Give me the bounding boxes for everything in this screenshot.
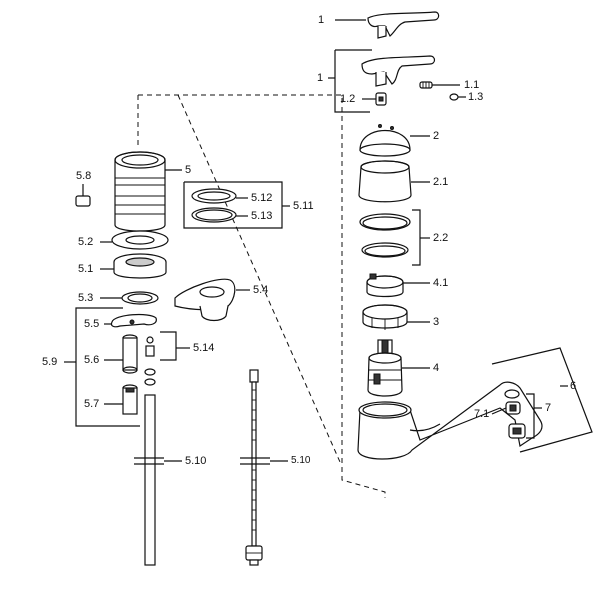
insert-part-5-8 [75, 184, 91, 207]
label-5-11: 5.11 [293, 200, 314, 212]
label-6: 6 [570, 380, 577, 392]
flange-part-5-4 [174, 278, 250, 322]
handle-lever-part-1 [361, 55, 466, 106]
clip-part-5-5 [104, 313, 157, 328]
screws-part-5-14 [145, 331, 190, 361]
label-5-9: 5.9 [42, 356, 58, 368]
ring-part-4-1 [366, 273, 430, 298]
label-5: 5 [185, 164, 192, 176]
tube-part-5-7 [104, 384, 138, 415]
label-1-2: 1.2 [340, 93, 356, 105]
label-5-4: 5.4 [253, 284, 269, 296]
label-5-2: 5.2 [78, 236, 94, 248]
washer-part-5-2 [100, 230, 169, 250]
label-5-14: 5.14 [193, 342, 215, 354]
spout-body-part-6 [357, 347, 593, 460]
label-1: 1 [317, 72, 324, 84]
nut-part-3 [362, 304, 430, 330]
label-5-5: 5.5 [84, 318, 100, 330]
label-1-top: 1 [318, 14, 325, 26]
sleeve-part-2-1 [358, 160, 430, 203]
label-3: 3 [433, 316, 440, 328]
label-5-13: 5.13 [251, 210, 273, 222]
dome-cap-part-2 [359, 124, 430, 157]
label-7: 7 [545, 402, 552, 414]
label-5-8: 5.8 [76, 170, 92, 182]
label-4-1: 4.1 [433, 277, 449, 289]
nut-part-5-1 [100, 253, 167, 279]
label-1-1: 1.1 [464, 79, 480, 91]
handle-lever-part-1-top [335, 11, 440, 39]
label-5-10-hose: 5.10 [291, 455, 311, 466]
cartridge-part-4 [367, 339, 430, 397]
label-2-2: 2.2 [433, 232, 449, 244]
ring-part-5-3 [100, 291, 159, 305]
threaded-body-part-5 [114, 151, 182, 232]
rings-part-2-2 [359, 209, 430, 266]
tube-part-5-6 [104, 334, 138, 374]
rod-part-5-10 [134, 368, 182, 566]
label-7-1: 7.1 [474, 408, 490, 420]
rings-part-5-12-5-13 [183, 181, 290, 229]
label-5-6: 5.6 [84, 354, 100, 366]
label-2-1: 2.1 [433, 176, 449, 188]
flexible-hose-part-5-10 [240, 369, 288, 566]
label-5-3: 5.3 [78, 292, 94, 304]
label-1-3: 1.3 [468, 91, 484, 103]
label-5-12: 5.12 [251, 192, 273, 204]
label-5-10: 5.10 [185, 455, 207, 467]
label-2: 2 [433, 130, 440, 142]
label-4: 4 [433, 362, 440, 374]
label-5-7: 5.7 [84, 398, 100, 410]
label-5-1: 5.1 [78, 263, 94, 275]
